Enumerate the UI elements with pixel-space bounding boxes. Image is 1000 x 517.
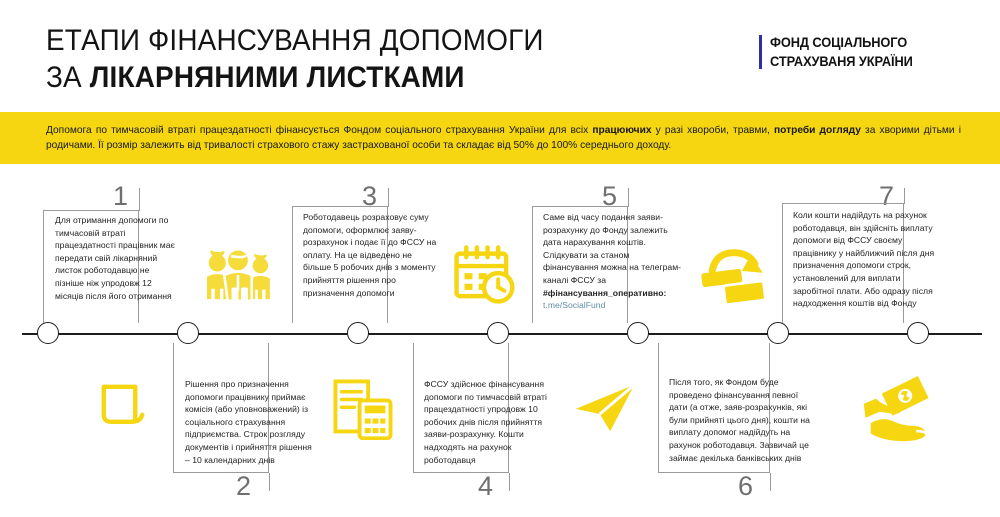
banner-text-bold1: працюючих	[592, 125, 652, 136]
title-line-2-plain: ЗА	[46, 61, 90, 94]
step-2-text: Рішення про призначення допомоги працівн…	[185, 379, 312, 465]
step-5-bracket-tick-h	[601, 206, 629, 207]
step-4-number: 4	[478, 471, 494, 501]
step-7-number: 7	[879, 181, 895, 211]
step-4-bracket-tick-v	[509, 473, 510, 491]
step-1-number: 1	[113, 181, 129, 211]
step-4-text: ФССУ здійснює фінансування допомоги по т…	[424, 379, 547, 465]
banner-text-bold2: потреби догляду	[774, 125, 861, 136]
step-1-bracket-tick-v	[139, 188, 140, 210]
step-5-number: 5	[602, 181, 618, 211]
step-3-bracket-tick-h	[361, 206, 389, 207]
banner-text-part3: за хворими дітьми і родичами. Її розмір …	[46, 125, 962, 151]
step-2-number: 2	[236, 471, 252, 501]
hand-money-icon	[862, 372, 946, 448]
step-3-number: 3	[362, 181, 378, 211]
paper-plane-icon	[572, 383, 638, 433]
step-3-text: Роботодавець розраховує суму допомоги, о…	[303, 212, 437, 298]
header: ЕТАПИ ФІНАНСУВАННЯ ДОПОМОГИ ЗА ЛІКАРНЯНИ…	[0, 0, 1000, 112]
title-line-2-bold: ЛІКАРНЯНИМИ ЛИСТКАМИ	[89, 61, 465, 94]
timeline-node-5	[627, 322, 649, 344]
step-5-hashtag: #фінансування_оперативно:	[543, 287, 667, 298]
timeline-node-4	[487, 322, 509, 344]
step-7-bracket-tick-h	[878, 203, 905, 204]
step-6-bracket-tick-v	[770, 473, 771, 491]
step-2-bracket-tick-v	[269, 473, 270, 491]
step-5-bracket-tick-v	[628, 188, 629, 206]
title-line-2: ЗА ЛІКАРНЯНИМИ ЛИСТКАМИ	[46, 59, 641, 96]
timeline-node-7	[907, 322, 929, 344]
step-7-bracket-tick-v	[904, 188, 905, 203]
intro-banner: Допомога по тимчасовій втраті працездатн…	[0, 112, 1000, 164]
step-7-text: Коли кошти надійдуть на рахунок роботода…	[793, 210, 935, 309]
card-transfer-icon	[700, 248, 768, 308]
calendar-clock-icon	[452, 243, 516, 305]
step-6-text: Після того, як Фондом буде проведено фін…	[669, 377, 810, 463]
step-6-number: 6	[738, 471, 754, 501]
timeline-node-3	[347, 322, 369, 344]
timeline-node-2	[177, 322, 199, 344]
people-group-icon	[200, 244, 276, 306]
banner-text-part2: у разі хвороби, травми,	[651, 125, 774, 136]
step-1-bracket-tick-h	[112, 210, 140, 211]
intro-banner-text: Допомога по тимчасовій втраті працездатн…	[46, 123, 961, 153]
step-3-bracket-tick-v	[388, 188, 389, 206]
step-5-telegram-link[interactable]: t.me/SocialFund	[543, 300, 606, 311]
brand-line-2: СТРАХУВАНЯ УКРАЇНИ	[770, 54, 913, 69]
timeline-node-1	[37, 322, 59, 344]
title-line-1: ЕТАПИ ФІНАНСУВАННЯ ДОПОМОГИ	[46, 24, 544, 57]
step-5-text-body: Саме від часу подання заяви-розрахунку д…	[543, 212, 682, 285]
step-5-text: Саме від часу подання заяви-розрахунку д…	[543, 211, 681, 312]
calculator-document-icon	[330, 378, 396, 440]
brand-line-1: ФОНД СОЦІАЛЬНОГО	[770, 35, 908, 50]
page-title: ЕТАПИ ФІНАНСУВАННЯ ДОПОМОГИ ЗА ЛІКАРНЯНИ…	[46, 22, 686, 96]
timeline-node-6	[767, 322, 789, 344]
banner-text-part1: Допомога по тимчасовій втраті працездатн…	[46, 125, 593, 136]
document-icon	[95, 378, 151, 434]
brand-logo: ФОНД СОЦІАЛЬНОГО СТРАХУВАНЯ УКРАЇНИ	[759, 33, 966, 71]
step-1-text: Для отримання допомоги по тимчасовій втр…	[55, 215, 175, 301]
